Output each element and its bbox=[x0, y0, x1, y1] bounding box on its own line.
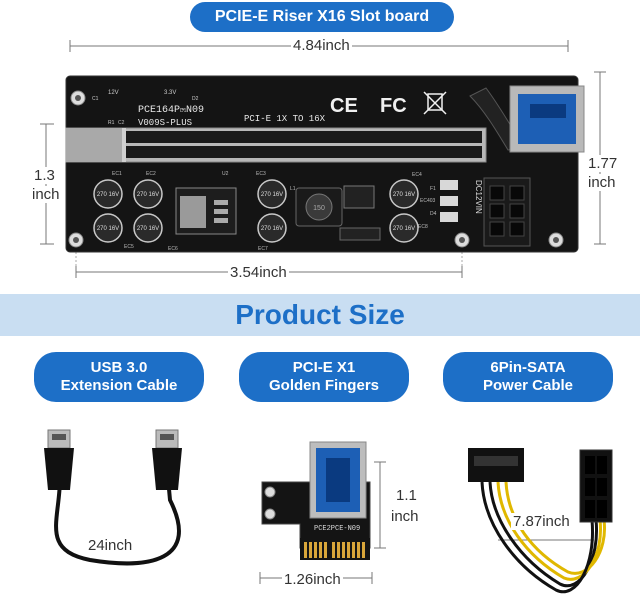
svg-text:F1: F1 bbox=[430, 186, 436, 192]
fc-mark: FC bbox=[380, 95, 407, 117]
dim-left-height-unit: inch bbox=[30, 186, 62, 203]
svg-text:270 16V: 270 16V bbox=[137, 192, 159, 198]
svg-text:D4: D4 bbox=[430, 211, 437, 217]
product-size-band bbox=[0, 294, 640, 336]
svg-text:EC2: EC2 bbox=[146, 171, 156, 177]
component-usb-label: USB 3.0 Extension Cable bbox=[34, 352, 204, 402]
svg-text:EC4: EC4 bbox=[412, 172, 422, 178]
svg-text:270 16V: 270 16V bbox=[137, 226, 159, 232]
svg-text:C2: C2 bbox=[118, 120, 125, 126]
svg-text:270 16V: 270 16V bbox=[261, 192, 283, 198]
riser-board: PCE164P-N09 V009S-PLUS PCI-E 1X TO 16X 1… bbox=[40, 40, 606, 278]
svg-text:EC5: EC5 bbox=[124, 244, 134, 250]
component-sata-line2: Power Cable bbox=[482, 377, 574, 394]
svg-text:EC3: EC3 bbox=[256, 171, 266, 177]
svg-text:EC403: EC403 bbox=[420, 198, 436, 204]
card-model: PCE2PCE-N09 bbox=[314, 525, 360, 533]
svg-text:EC8: EC8 bbox=[418, 224, 428, 230]
component-usb-line2: Extension Cable bbox=[60, 377, 178, 394]
board-version: V009S-PLUS bbox=[138, 118, 192, 128]
svg-text:3.3V: 3.3V bbox=[164, 90, 176, 96]
component-pcie-line2: Golden Fingers bbox=[268, 377, 379, 394]
usb-port bbox=[509, 85, 585, 153]
svg-text:DC12VIN: DC12VIN bbox=[474, 180, 483, 214]
svg-text:U2: U2 bbox=[222, 171, 229, 177]
component-sata-line1: 6Pin-SATA bbox=[490, 359, 566, 376]
svg-text:270 16V: 270 16V bbox=[261, 226, 283, 232]
svg-text:EC1: EC1 bbox=[112, 171, 122, 177]
svg-text:R1: R1 bbox=[108, 120, 115, 126]
svg-text:270 16V: 270 16V bbox=[97, 226, 119, 232]
pcie-x1-card: PCE2PCE-N09 bbox=[259, 441, 386, 584]
component-sata-label: 6Pin-SATA Power Cable bbox=[443, 352, 613, 402]
dim-left-height-value: 1.3 bbox=[32, 167, 57, 184]
slot-text: PCI-E 1X TO 16X bbox=[244, 114, 326, 124]
component-pcie-label: PCI-E X1 Golden Fingers bbox=[239, 352, 409, 402]
sata-power-cable bbox=[468, 448, 613, 594]
svg-text:L1: L1 bbox=[290, 186, 296, 192]
usb-cable bbox=[44, 429, 182, 566]
ce-mark: CE bbox=[330, 95, 358, 117]
svg-text:D2: D2 bbox=[192, 96, 199, 102]
pcie-x16-slot bbox=[65, 127, 487, 163]
svg-text:C1: C1 bbox=[92, 96, 99, 102]
dim-card-height-unit: inch bbox=[389, 508, 421, 525]
svg-text:270 16V: 270 16V bbox=[97, 192, 119, 198]
dim-card-height-value: 1.1 bbox=[394, 487, 419, 504]
svg-text:D1: D1 bbox=[180, 108, 187, 114]
dim-usb-cable-length: 24inch bbox=[86, 537, 135, 554]
6pin-connector: DC12VIN bbox=[474, 177, 531, 247]
dim-right-height-value: 1.77 bbox=[586, 155, 620, 172]
dim-board-width: 4.84inch bbox=[291, 37, 352, 54]
component-pcie-line1: PCI-E X1 bbox=[292, 359, 356, 376]
section-title: Product Size bbox=[235, 299, 405, 330]
dim-card-width: 1.26inch bbox=[282, 571, 343, 588]
svg-text:12V: 12V bbox=[108, 90, 119, 96]
svg-text:270 16V: 270 16V bbox=[393, 192, 415, 198]
svg-text:EC7: EC7 bbox=[258, 246, 268, 252]
dim-power-cable-length: 7.87inch bbox=[511, 513, 572, 530]
dim-slot-width: 3.54inch bbox=[228, 264, 289, 281]
dim-right-height-unit: inch bbox=[586, 174, 618, 191]
component-usb-line1: USB 3.0 bbox=[90, 359, 148, 376]
svg-text:150: 150 bbox=[313, 205, 325, 212]
svg-text:EC6: EC6 bbox=[168, 246, 178, 252]
header-title: PCIE-E Riser X16 Slot board bbox=[190, 2, 454, 32]
svg-text:270 16V: 270 16V bbox=[393, 226, 415, 232]
board-model: PCE164P-N09 bbox=[138, 105, 204, 116]
weee-icon bbox=[423, 91, 447, 115]
